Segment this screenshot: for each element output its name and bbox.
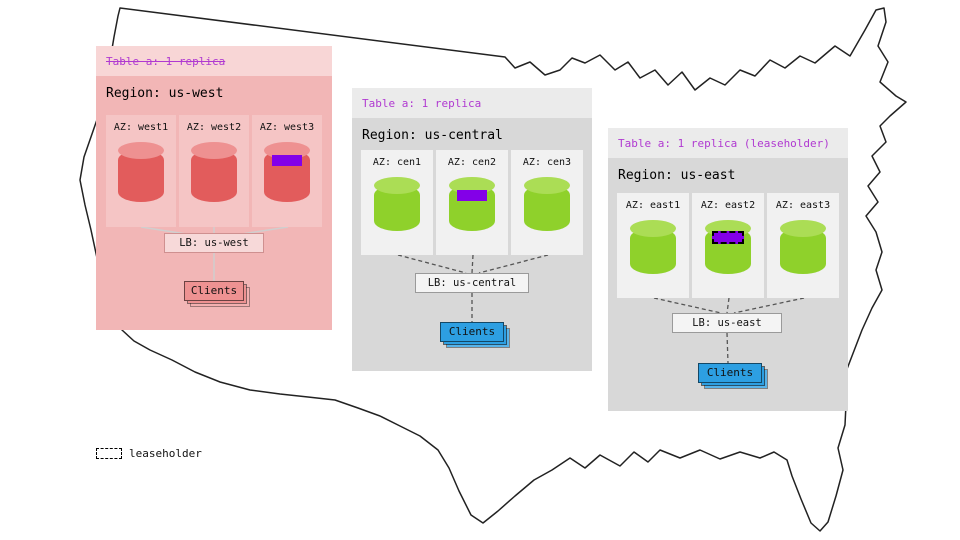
database-cylinder-icon	[374, 177, 420, 231]
clients-box: Clients	[184, 281, 244, 301]
connector-lines	[653, 297, 805, 364]
leaseholder-legend: leaseholder	[96, 447, 202, 460]
database-cylinder-icon	[449, 177, 495, 231]
panel-header: Table a: 1 replica	[352, 88, 592, 118]
connector-lines	[397, 254, 549, 322]
az-row: AZ: east1 AZ: east2 AZ: east3	[617, 193, 839, 298]
az-box: AZ: west2	[179, 115, 249, 227]
az-row: AZ: cen1 AZ: cen2 AZ: cen3	[361, 150, 583, 255]
az-label: AZ: cen1	[372, 157, 422, 168]
replica-range-icon	[272, 155, 302, 166]
az-label: AZ: cen3	[522, 157, 572, 168]
az-box: AZ: east1	[617, 193, 689, 298]
clients-box: Clients	[440, 322, 504, 342]
region-panel-us-central: Table a: 1 replica Region: us-central AZ…	[352, 88, 592, 371]
legend-label: leaseholder	[129, 447, 202, 460]
table-replica-label: Table a: 1 replica	[362, 96, 482, 110]
database-cylinder-icon	[118, 142, 164, 202]
database-cylinder-icon	[264, 142, 310, 202]
az-label: AZ: west1	[113, 122, 169, 133]
panel-header: Table a: 1 replica	[96, 46, 332, 76]
az-box: AZ: east2	[692, 193, 764, 298]
az-label: AZ: east2	[700, 200, 756, 211]
az-label: AZ: east3	[775, 200, 831, 211]
az-box: AZ: cen2	[436, 150, 508, 255]
clients-box: Clients	[698, 363, 762, 383]
az-label: AZ: west3	[259, 122, 315, 133]
panel-header: Table a: 1 replica (leaseholder)	[608, 128, 848, 158]
az-box: AZ: east3	[767, 193, 839, 298]
az-box: AZ: west1	[106, 115, 176, 227]
database-cylinder-icon	[630, 220, 676, 274]
connector-lines	[140, 226, 289, 282]
az-label: AZ: cen2	[447, 157, 497, 168]
leaseholder-swatch-icon	[96, 448, 122, 459]
replica-range-icon	[457, 190, 487, 201]
load-balancer-box: LB: us-east	[672, 313, 782, 333]
database-cylinder-icon	[705, 220, 751, 274]
az-row: AZ: west1 AZ: west2 AZ: west3	[106, 115, 322, 227]
region-panel-us-west: Table a: 1 replica Region: us-west AZ: w…	[96, 46, 332, 330]
load-balancer-box: LB: us-west	[164, 233, 264, 253]
database-cylinder-icon	[191, 142, 237, 202]
region-label: Region: us-central	[362, 128, 503, 143]
table-replica-label: Table a: 1 replica	[106, 54, 226, 68]
table-replica-label: Table a: 1 replica (leaseholder)	[618, 136, 830, 150]
database-cylinder-icon	[524, 177, 570, 231]
az-label: AZ: east1	[625, 200, 681, 211]
az-box: AZ: west3	[252, 115, 322, 227]
region-label: Region: us-east	[618, 168, 736, 183]
region-panel-us-east: Table a: 1 replica (leaseholder) Region:…	[608, 128, 848, 411]
az-box: AZ: cen3	[511, 150, 583, 255]
leaseholder-range-icon	[712, 231, 744, 244]
az-label: AZ: west2	[186, 122, 242, 133]
az-box: AZ: cen1	[361, 150, 433, 255]
region-label: Region: us-west	[106, 86, 224, 101]
database-cylinder-icon	[780, 220, 826, 274]
load-balancer-box: LB: us-central	[415, 273, 529, 293]
